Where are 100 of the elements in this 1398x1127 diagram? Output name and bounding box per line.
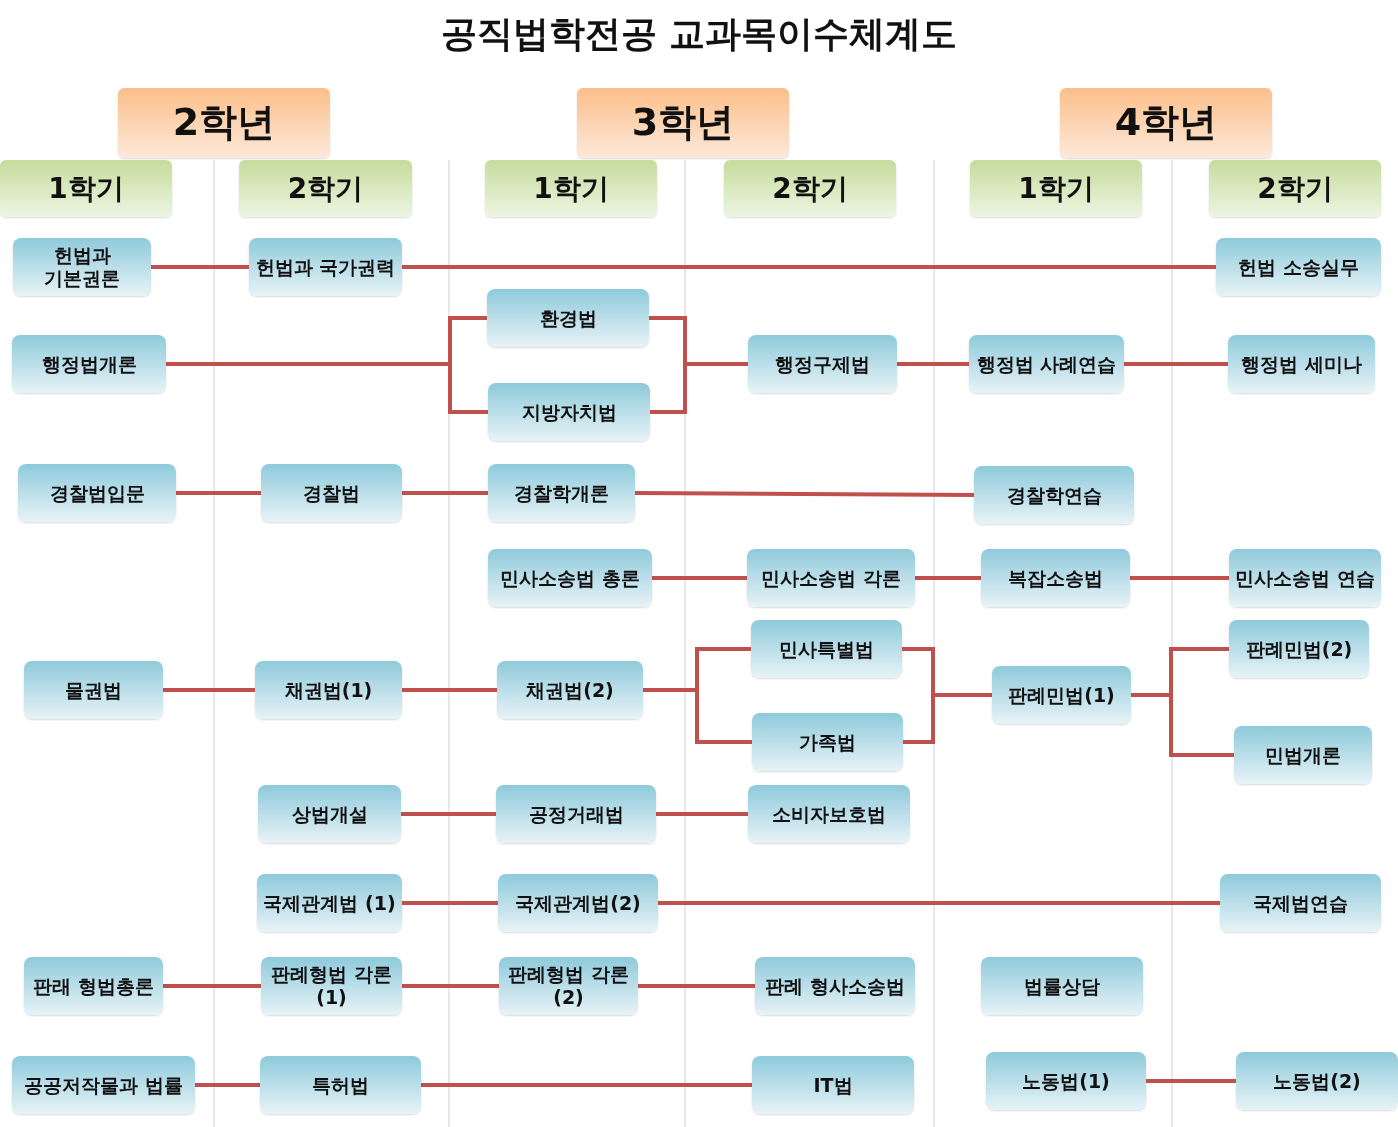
course-box [487,289,649,347]
course-box [488,383,650,441]
course-name: 국제법연습 [1253,891,1348,915]
course-name: 판례형법 각론(1) [270,963,393,1009]
connector-line [402,901,498,905]
course-box [1216,238,1381,296]
course-box [1236,1052,1398,1110]
course-name: 민법개론 [1265,743,1341,767]
course-box [1228,335,1375,393]
course-name: 민사특별법 [779,637,874,661]
connector-line [402,265,1216,269]
course-name: 노동법(2) [1273,1069,1361,1093]
course-name: 4학년 [1114,100,1218,146]
course-box [752,713,903,771]
course-box [981,549,1130,607]
semester-header [1209,160,1381,217]
course-name: 국제관계법(2) [515,891,641,915]
course-name: 행정법 세미나 [1241,352,1362,376]
connector-line [402,688,497,692]
course-name: 공정거래법 [528,802,624,826]
diagram-title: 공직법학전공 교과목이수체계도 [439,12,959,56]
course-box [751,620,902,678]
connector-line [897,362,969,366]
connector-line [643,688,752,744]
course-name: 3학년 [631,100,735,146]
connector-line [1124,362,1228,366]
course-box [498,874,658,932]
course-name: 채권법(1) [284,678,373,702]
connector-line [401,812,496,816]
course-name: 1학기 [48,171,124,206]
grade-header [577,88,789,158]
course-name: 경찰학연습 [1006,483,1102,507]
course-box [261,464,402,522]
course-name: 2학년 [172,100,276,146]
connector-line [402,984,499,988]
connector-line [915,576,981,580]
semester-header [970,160,1142,217]
grade-header [118,88,330,158]
course-name: 헌법과 국가권력 [255,255,396,279]
semester-header [239,160,412,217]
course-name: 2학기 [287,171,364,206]
connector-line [163,688,255,692]
course-box [755,957,915,1015]
course-box [748,335,897,393]
connector-line [652,576,747,580]
course-name: 가족법 [799,730,856,754]
connector-line [151,265,249,269]
course-box [496,785,656,843]
course-name: 판래 형법총론 [33,974,154,998]
course-box [981,957,1143,1015]
course-box [488,464,635,522]
course-box [18,464,176,522]
course-name: 판례형법 각론(2) [507,963,630,1009]
course-name: 판례민법(2) [1245,637,1353,661]
course-name: 채권법(2) [526,678,614,702]
course-name: 헌법과 기본권론 [43,244,121,290]
connector-line [635,491,974,497]
course-box [499,957,638,1015]
connector-line [402,491,488,495]
course-box [488,549,652,607]
connector-line [166,362,488,414]
course-name: 경찰학개론 [514,481,609,505]
course-name: 2학기 [1257,171,1333,206]
course-box [969,335,1124,393]
connector-line [903,693,992,744]
connector-line [658,901,1220,905]
course-box [497,661,643,719]
course-name: 판례민법(1) [1008,683,1115,707]
connector-line [176,491,261,495]
course-box [258,785,401,843]
course-box [752,1056,914,1114]
course-name: 행정구제법 [775,352,870,376]
course-name: 복잡소송법 [1008,566,1103,590]
connector-line [195,1083,260,1087]
course-box [992,666,1131,724]
course-name: 2학기 [772,171,848,206]
course-box [12,1056,195,1114]
course-name: 판례 형사소송법 [765,974,905,998]
course-name: 국제관계법 (1) [263,891,396,915]
connector-line [650,362,748,414]
connector-line [638,984,755,988]
course-box [24,957,163,1015]
course-name: 환경법 [539,306,597,330]
course-name: 법률상담 [1024,974,1100,998]
course-box [249,238,402,296]
course-box [261,957,402,1015]
course-box [1220,874,1381,932]
course-box [257,874,402,932]
grade-header [1060,88,1272,158]
course-name: 1학기 [1018,171,1094,206]
course-name: 지방자치법 [521,400,617,424]
course-name: 1학기 [533,171,609,206]
course-name: 물권법 [65,678,122,702]
course-box [24,661,163,719]
course-name: 노동법(1) [1022,1069,1110,1093]
course-box [260,1056,421,1114]
course-box [12,335,166,393]
connector-line [656,812,748,816]
course-name: 소비자보호법 [772,802,886,826]
semester-header [724,160,896,217]
